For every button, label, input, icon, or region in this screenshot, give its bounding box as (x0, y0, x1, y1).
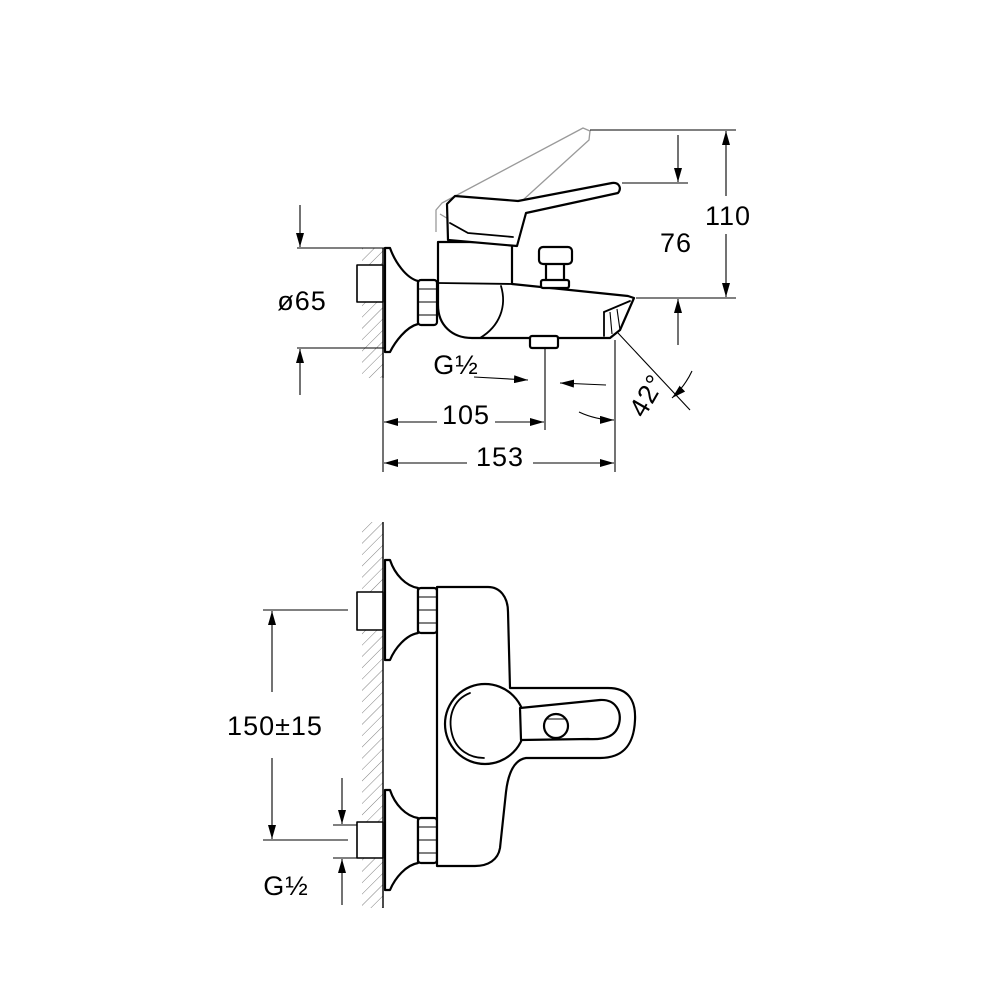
total-height-label: 110 (705, 201, 751, 231)
inlet-pipe-stub-upper (356, 591, 384, 631)
projection-label: 153 (476, 442, 524, 472)
connection-nut-lower (416, 816, 439, 865)
mixer-lever (445, 181, 621, 248)
dimension-inlet-thread: G½ (263, 778, 357, 905)
inlet-spacing-label: 150±15 (227, 711, 323, 741)
top-view: 150±15 G½ (227, 522, 637, 908)
handle-hub (443, 682, 527, 766)
dimension-inlet-spacing: 150±15 (227, 609, 348, 841)
lever-base-chamfer (449, 222, 514, 238)
outlet-offset-label: 105 (442, 400, 490, 430)
dimension-total-height: 110 (590, 129, 751, 299)
flange-diameter-label: ø65 (277, 286, 327, 316)
outlet-connector (528, 334, 560, 350)
spout-angle-label: 42° (623, 369, 671, 422)
lever-pivot-cap (542, 712, 570, 740)
dimension-lever-height: 76 (622, 135, 692, 345)
dimension-flange-diameter: ø65 (277, 205, 386, 395)
inlet-pipe-stub-lower (356, 821, 384, 859)
escutcheon-flange-side (383, 246, 420, 354)
inlet-pipe-stub-side (356, 264, 384, 303)
escutcheon-flange-upper (383, 558, 420, 662)
side-view: ø65 110 76 42° G½ (277, 127, 751, 472)
connection-nut-side (416, 278, 439, 327)
lever-raised-outline (435, 127, 591, 232)
connection-nut-upper (416, 586, 439, 635)
body-cylinder-edge (479, 285, 504, 339)
cartridge-housing-line (437, 282, 513, 285)
mixer-body-and-spout (436, 240, 636, 340)
outlet-thread-label: G½ (433, 350, 479, 380)
lever-height-label: 76 (660, 228, 692, 258)
lever-grip-top (518, 698, 621, 742)
dimension-projection: 153 (384, 442, 614, 472)
dimension-outlet-offset: 105 (384, 400, 544, 430)
aerator (603, 300, 631, 337)
dimension-spout-angle: 42° (578, 332, 693, 424)
escutcheon-flange-lower (383, 788, 420, 892)
handle-hub-inner-edge (449, 692, 485, 759)
dimension-outlet-thread: G½ (433, 349, 607, 430)
diverter-knob (537, 245, 574, 290)
inlet-thread-label: G½ (263, 871, 309, 901)
